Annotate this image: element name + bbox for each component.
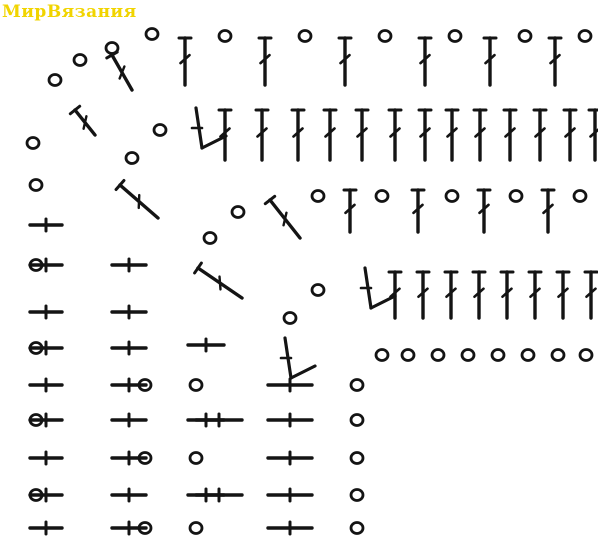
chain-stitch-icon — [402, 350, 414, 361]
chain-stitch-icon — [376, 191, 388, 202]
chain-stitch-icon — [492, 350, 504, 361]
chain-stitch-icon — [379, 31, 391, 42]
chain-stitch-icon — [552, 350, 564, 361]
chain-stitch-icon — [519, 31, 531, 42]
chain-stitch-icon — [190, 453, 202, 464]
double-crochet-icon — [389, 272, 401, 318]
chain-stitch-icon — [284, 313, 296, 324]
double-crochet-icon — [344, 190, 356, 232]
double-crochet-icon — [446, 110, 458, 160]
chain-stitch-icon — [351, 453, 363, 464]
double-crochet-icon — [339, 38, 351, 85]
single-crochet-icon — [112, 414, 146, 426]
single-crochet-icon — [268, 414, 312, 426]
chain-stitch-icon — [30, 180, 42, 191]
chain-stitch-icon — [510, 191, 522, 202]
chain-stitch-icon — [232, 207, 244, 218]
double-crochet-icon — [534, 110, 546, 160]
chain-stitch-icon — [219, 31, 231, 42]
double-crochet-icon — [116, 180, 158, 218]
chain-stitch-icon — [190, 380, 202, 391]
double-crochet-icon — [419, 38, 431, 85]
double-crochet-icon — [389, 110, 401, 160]
single-crochet-icon — [268, 522, 312, 534]
double-crochet-icon — [419, 110, 431, 160]
chain-stitch-icon — [522, 350, 534, 361]
chain-stitch-icon — [351, 415, 363, 426]
chain-stitch-icon — [579, 31, 591, 42]
chain-stitch-icon — [154, 125, 166, 136]
chain-stitch-icon — [312, 285, 324, 296]
single-crochet-icon — [196, 489, 242, 501]
double-crochet-icon — [504, 110, 516, 160]
single-crochet-icon — [30, 219, 62, 231]
chain-stitch-icon — [49, 75, 61, 86]
double-crochet-icon — [445, 272, 457, 318]
double-crochet-icon — [324, 110, 336, 160]
chain-stitch-icon — [74, 55, 86, 66]
double-crochet-icon — [107, 52, 132, 90]
double-crochet-icon — [256, 110, 268, 160]
double-crochet-icon — [557, 272, 569, 318]
chain-stitch-icon — [190, 523, 202, 534]
double-crochet-icon — [179, 38, 191, 85]
double-crochet-icon — [474, 110, 486, 160]
single-crochet-icon — [30, 306, 62, 318]
chain-stitch-icon — [204, 233, 216, 244]
chain-stitch-icon — [351, 380, 363, 391]
chain-stitch-icon — [580, 350, 592, 361]
double-crochet-icon — [473, 272, 485, 318]
chain-stitch-icon — [376, 350, 388, 361]
double-crochet-icon — [265, 196, 300, 238]
double-crochet-icon — [195, 263, 242, 298]
chain-stitch-icon — [574, 191, 586, 202]
chain-stitch-icon — [449, 31, 461, 42]
corner-increase-icon — [192, 108, 226, 148]
double-crochet-icon — [219, 110, 231, 160]
single-crochet-icon — [30, 452, 62, 464]
chain-stitch-icon — [312, 191, 324, 202]
single-crochet-icon — [188, 339, 224, 351]
double-crochet-icon — [259, 38, 271, 85]
chain-stitch-icon — [126, 153, 138, 164]
chain-stitch-icon — [351, 490, 363, 501]
chain-stitch-icon — [27, 138, 39, 149]
double-crochet-icon — [529, 272, 541, 318]
watermark-text: МирВязания — [2, 2, 137, 22]
corner-increase-icon — [361, 268, 395, 308]
double-crochet-icon — [70, 106, 95, 135]
chain-stitch-icon — [351, 523, 363, 534]
single-crochet-icon — [268, 489, 312, 501]
corner-increase-icon — [281, 338, 315, 378]
chain-stitch-icon — [446, 191, 458, 202]
double-crochet-icon — [417, 272, 429, 318]
chain-stitch-icon — [146, 29, 158, 40]
double-crochet-icon — [412, 190, 424, 232]
single-crochet-icon — [112, 342, 146, 354]
single-crochet-icon — [30, 522, 62, 534]
single-crochet-icon — [268, 379, 312, 391]
single-crochet-icon — [112, 306, 146, 318]
double-crochet-icon — [501, 272, 513, 318]
chain-stitch-icon — [462, 350, 474, 361]
double-crochet-icon — [589, 110, 598, 160]
single-crochet-icon — [196, 414, 242, 426]
double-crochet-icon — [484, 38, 496, 85]
chain-stitch-icon — [299, 31, 311, 42]
single-crochet-icon — [112, 489, 146, 501]
double-crochet-icon — [542, 190, 554, 232]
single-crochet-icon — [30, 379, 62, 391]
chain-stitch-icon — [432, 350, 444, 361]
double-crochet-icon — [478, 190, 490, 232]
double-crochet-icon — [585, 272, 597, 318]
single-crochet-icon — [112, 259, 146, 271]
double-crochet-icon — [549, 38, 561, 85]
double-crochet-icon — [292, 110, 304, 160]
double-crochet-icon — [356, 110, 368, 160]
single-crochet-icon — [268, 452, 312, 464]
double-crochet-icon — [564, 110, 576, 160]
